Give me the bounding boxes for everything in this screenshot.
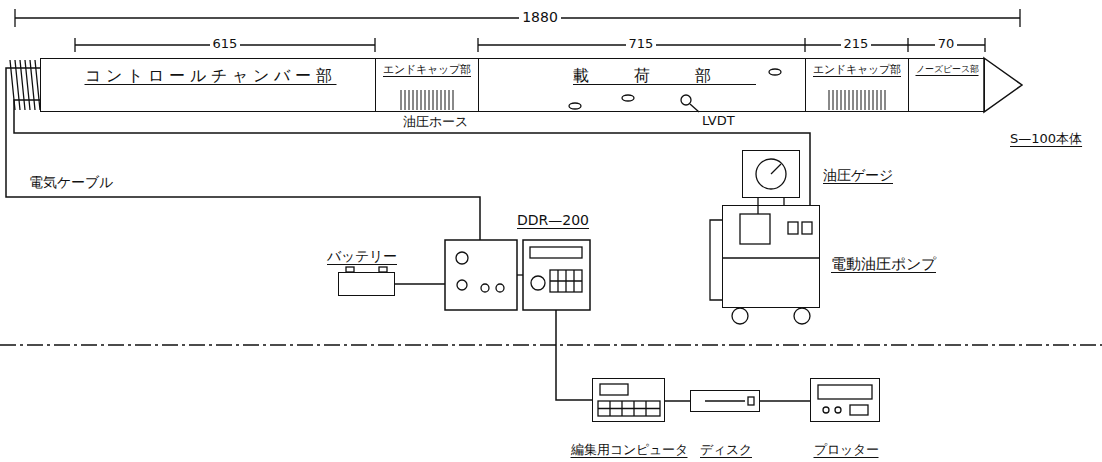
body-label: S—100本体 [1010, 132, 1082, 147]
probe-section: コントロールチャンバー部 [40, 58, 375, 112]
plotter-box: プロッター [810, 378, 880, 422]
dimension-value: 70 [935, 37, 958, 52]
data-recorder: DDR—200 [445, 240, 590, 310]
node-label: バッテリー [327, 248, 397, 264]
pressure-gauge: 油圧ゲージ [742, 150, 800, 198]
end-cap-section: エンドキャップ部 [805, 58, 908, 112]
nose-piece-section: ノーズピース部 [908, 58, 985, 112]
sensor-label: LVDT [702, 114, 735, 129]
connector-label: 電気ケーブル [26, 174, 116, 190]
node-label: エンドキャップ部 [383, 64, 471, 77]
data-line [760, 400, 810, 402]
data-line [556, 310, 592, 400]
node-label: ディスク [700, 443, 752, 458]
node-label: プロッター [814, 443, 879, 458]
node-label: 載荷部 [528, 67, 756, 85]
power-line [395, 283, 445, 285]
end-cap-section: エンドキャップ部 [375, 58, 478, 112]
data-line [665, 400, 690, 402]
battery-box: バッテリー [338, 272, 395, 296]
node-label: ノーズピース部 [916, 64, 979, 75]
hydraulic-pump: 電動油圧ポンプ [722, 205, 820, 308]
editing-computer: 編集用コンピュータ [592, 378, 665, 422]
node-label: 電動油圧ポンプ [831, 256, 936, 273]
dimension-value: 1880 [519, 9, 561, 25]
node-label: コントロールチャンバー部 [80, 67, 337, 85]
node-label: エンドキャップ部 [813, 64, 901, 77]
electric-cable [6, 68, 480, 240]
disk-drive: ディスク [690, 390, 760, 412]
node-label: 油圧ゲージ [823, 167, 893, 183]
hydraulic-hose [14, 100, 810, 205]
loading-section: 載荷部 [478, 58, 805, 112]
dimension-value: 715 [626, 37, 657, 52]
node-label: 編集用コンピュータ [571, 443, 688, 458]
connector-label: 油圧ホース [400, 115, 471, 130]
dimension-value: 215 [841, 37, 872, 52]
dimension-value: 615 [210, 37, 241, 52]
node-label: DDR—200 [517, 212, 589, 228]
